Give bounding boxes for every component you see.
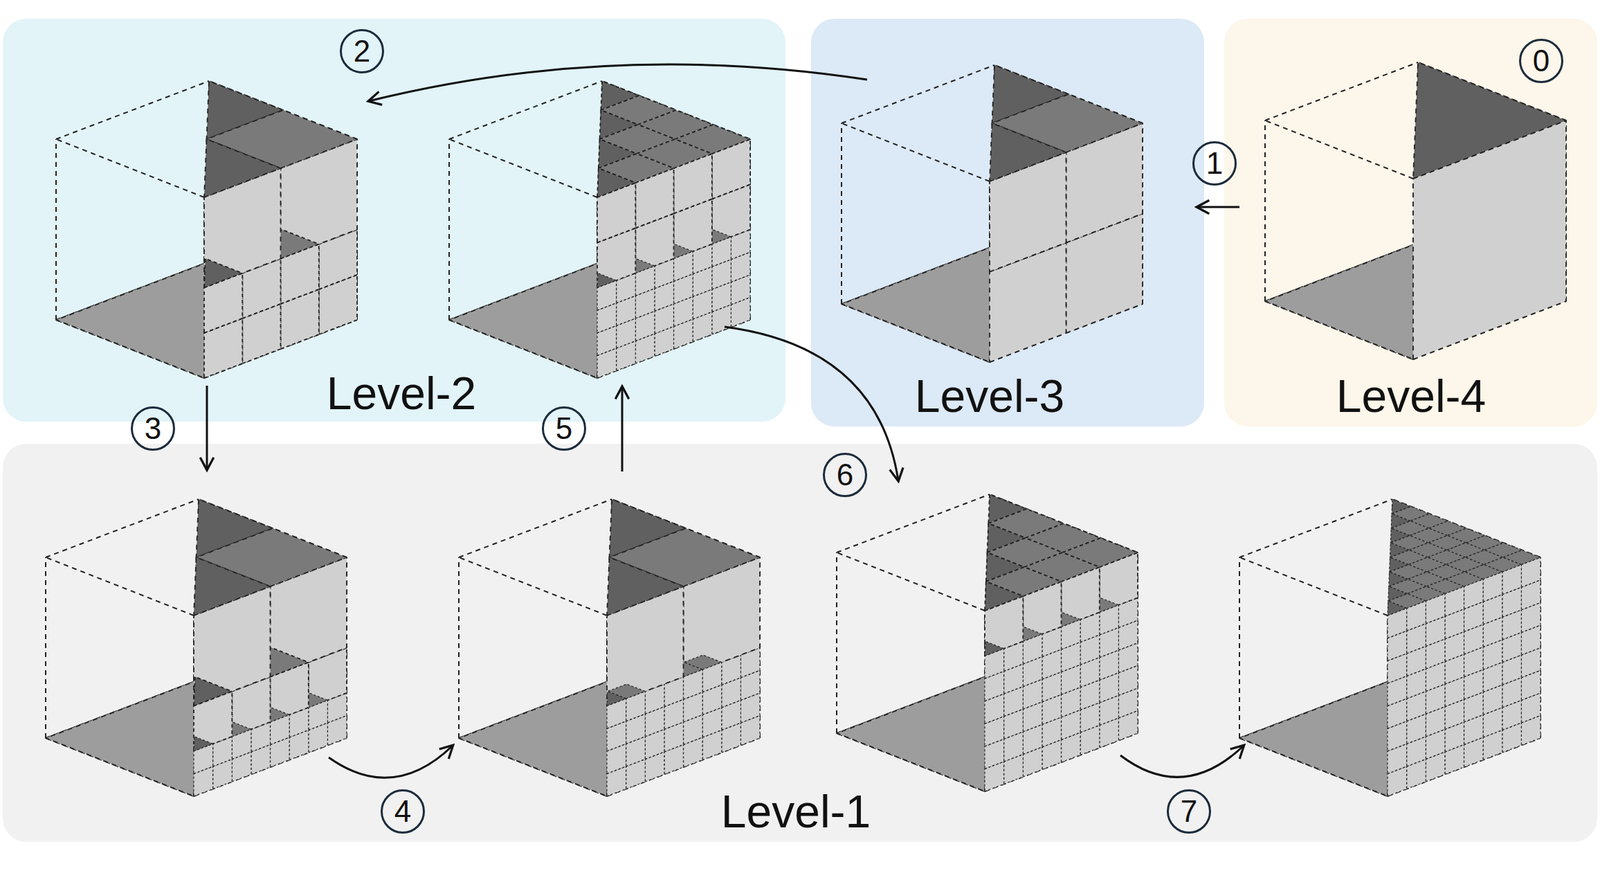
bounding-edge (836, 494, 990, 553)
voxel-face (204, 258, 243, 288)
bounding-edge (55, 139, 57, 320)
voxel-face (984, 640, 1005, 656)
bounding-edge (458, 557, 607, 616)
voxel-face (449, 261, 603, 378)
voxel-face (836, 674, 990, 792)
bounding-edge (449, 80, 603, 140)
voxel-face (193, 676, 232, 706)
arrow (328, 745, 453, 778)
voxel-face (989, 123, 1067, 182)
bounding-edge (44, 557, 47, 738)
bounding-edge (835, 552, 838, 733)
arrow (724, 326, 899, 481)
level-label: Level-2 (326, 368, 477, 419)
voxel-face (193, 557, 271, 616)
bounding-edge (45, 498, 199, 558)
arrow (1197, 206, 1240, 209)
bounding-edge (56, 80, 209, 140)
voxel-face (56, 261, 209, 378)
voxel-face (45, 679, 199, 796)
arrow (206, 385, 209, 470)
voxel-face (204, 139, 281, 198)
bounding-edge (458, 557, 460, 738)
bounding-edge (836, 552, 985, 611)
voxel-face (1387, 600, 1407, 616)
bounding-edge (1239, 557, 1388, 616)
level-label: Level-1 (721, 786, 871, 837)
arrow (621, 386, 624, 472)
bounding-edge (45, 557, 194, 616)
level-label: Level-3 (914, 370, 1065, 422)
voxel-face (606, 691, 627, 706)
voxel-face (458, 679, 612, 796)
voxel-face (984, 581, 1023, 611)
bounding-edge (1264, 120, 1266, 302)
bounding-edge (1265, 120, 1414, 179)
level-label: Level-4 (1336, 370, 1486, 422)
bounding-edge (448, 139, 450, 320)
voxel-face (841, 245, 995, 362)
voxel-face (597, 168, 636, 198)
voxel-face (1239, 679, 1393, 796)
voxel-face (1413, 62, 1567, 179)
bounding-edge (841, 123, 990, 182)
arrow (368, 64, 868, 102)
bounding-edge (458, 498, 612, 558)
bounding-edge (449, 139, 598, 198)
bounding-edge (841, 65, 995, 124)
bounding-edge (840, 123, 843, 304)
bounding-edge (1265, 62, 1418, 121)
voxel-face (597, 273, 617, 288)
bounding-edge (1238, 557, 1241, 738)
arrow (1120, 745, 1244, 777)
bounding-edge (56, 139, 205, 198)
voxel-face (606, 557, 684, 616)
voxel-face (193, 736, 214, 751)
bounding-edge (1239, 498, 1393, 558)
voxel-face (1265, 242, 1418, 360)
